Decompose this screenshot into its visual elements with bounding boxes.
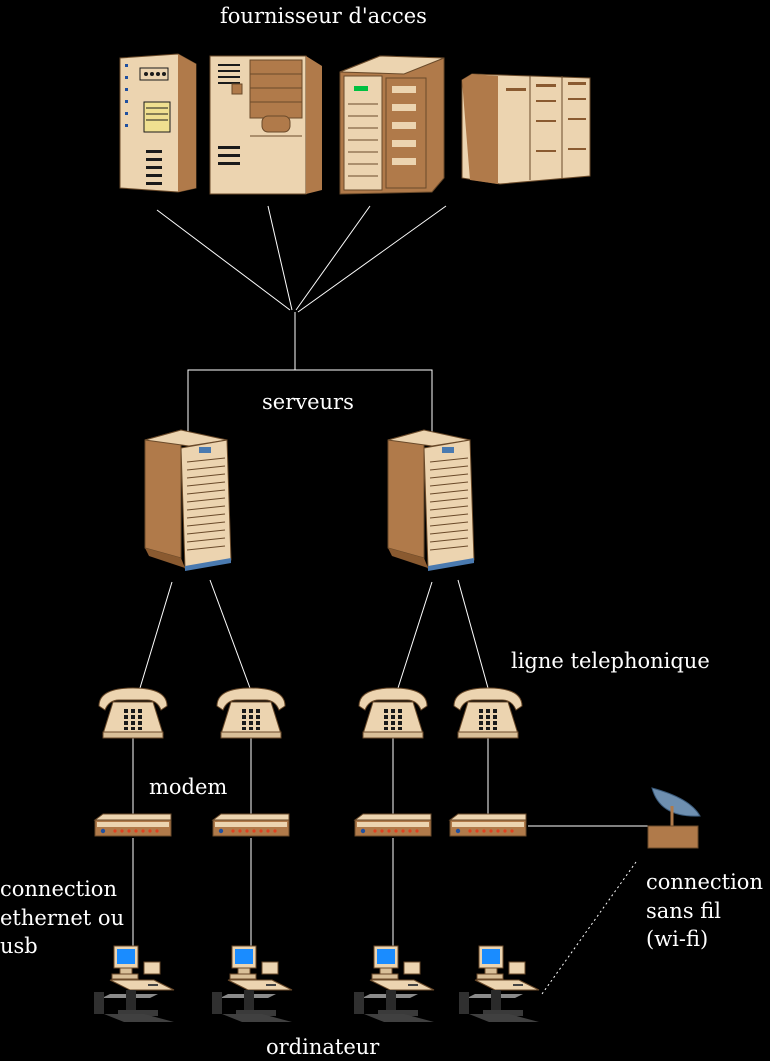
wireless-connection-label-line-1: connection [646,870,763,894]
wireless-connection-label-line-3: (wi-fi) [646,927,709,951]
modem-icon [354,813,432,837]
modem-icon [212,813,290,837]
server-tower-icon [387,429,475,572]
computer-label: ordinateur [266,1035,380,1059]
phone-line-label: ligne telephonique [511,649,710,673]
servers-label: serveurs [262,390,354,414]
wired-connection-label-line-3: usb [0,934,38,958]
telephone-icon [453,687,523,739]
satellite-dish-icon [647,787,701,849]
wired-connection-label-line-2: ethernet ou [0,906,125,930]
modem-icon [449,813,527,837]
desktop-computer-icon [353,945,435,1023]
provider-mainframe-3-icon [339,55,445,195]
desktop-computer-icon [458,945,540,1023]
desktop-computer-icon [211,945,293,1023]
server-tower-icon [144,429,232,572]
telephone-icon [98,687,168,739]
wired-connection-label-line-1: connection [0,877,117,901]
telephone-icon [216,687,286,739]
provider-label: fournisseur d'acces [220,4,427,28]
provider-mainframe-4-icon [461,73,591,185]
wireless-connection-label-line-2: sans fil [646,899,721,923]
modem-label: modem [149,775,228,799]
network-lines [132,205,648,995]
telephone-icon [358,687,428,739]
provider-mainframe-1-icon [119,53,197,193]
desktop-computer-icon [93,945,175,1023]
provider-mainframe-2-icon [209,55,322,195]
modem-icon [94,813,172,837]
